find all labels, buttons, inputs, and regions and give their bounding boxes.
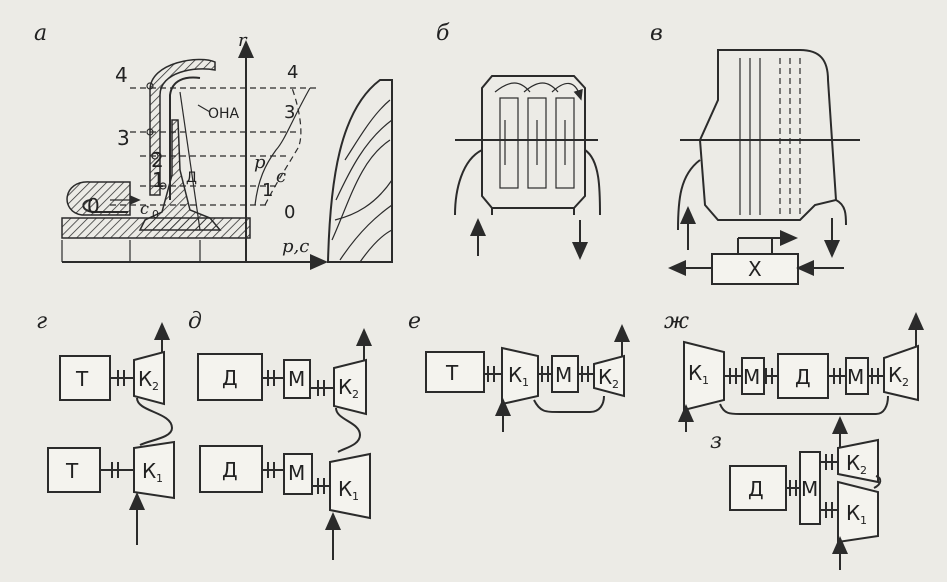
- point-3: 3: [117, 126, 130, 150]
- gearbox-z: [799, 451, 821, 525]
- turbine-top: [59, 355, 111, 401]
- label-c0: c: [140, 199, 149, 218]
- motor-z: [729, 465, 787, 511]
- motor-d-bottom-label: Д: [222, 458, 238, 482]
- label-g: г: [36, 309, 47, 334]
- svg-text:1: 1: [352, 490, 359, 503]
- svg-text:2: 2: [152, 380, 159, 393]
- figure-z-parallel: з Д М К 2 К 1: [710, 416, 882, 570]
- point-0: 0: [87, 194, 100, 218]
- gearbox-d-top-label: М: [288, 367, 305, 391]
- motor-d-top-label: Д: [222, 366, 238, 390]
- svg-text:0: 0: [152, 208, 159, 221]
- label-e: е: [408, 309, 421, 334]
- compressor-k1-zh: [683, 340, 725, 412]
- curve-point-0: 0: [284, 202, 295, 223]
- svg-text:1: 1: [860, 514, 867, 527]
- label-d: д: [188, 309, 202, 334]
- curve-point-4: 4: [287, 62, 298, 83]
- gearbox-d-bottom: [283, 453, 313, 495]
- k2-label-zh: К: [888, 363, 902, 387]
- compressor-k1-d: [329, 452, 371, 520]
- k2-label-z: К: [846, 451, 860, 475]
- compressor-k2-zh: [883, 344, 919, 402]
- compressor-k2-z: [837, 438, 879, 484]
- outer-casing: [149, 58, 216, 196]
- figure-a-centrifugal-stage: а 4 3 2 1 0 ОНА Д c 0: [34, 21, 393, 270]
- motor-zh: [777, 353, 829, 399]
- k1-label-g: К: [142, 459, 156, 483]
- label-z: з: [710, 429, 722, 454]
- impeller: [138, 119, 222, 231]
- svg-text:1: 1: [522, 376, 529, 389]
- motor-d-top: [197, 353, 263, 401]
- svg-text:1: 1: [156, 472, 163, 485]
- turbine-top-label: Т: [75, 367, 89, 391]
- label-zh: ж: [664, 309, 689, 334]
- label-v: в: [650, 21, 663, 46]
- blade-view: [326, 79, 393, 263]
- turbine-e-label: Т: [445, 361, 459, 385]
- figure-d-motor-drives: д Д М К 2 Д М К 1: [188, 309, 372, 560]
- label-b: б: [436, 21, 450, 46]
- compressor-k1-g: [133, 440, 175, 500]
- gearbox-d-bottom-label: М: [288, 461, 305, 485]
- r-axis-label: r: [238, 30, 248, 51]
- k1-label-e: К: [508, 363, 522, 387]
- compressor-k2-g: [133, 350, 165, 406]
- compressor-k2-d: [333, 358, 367, 416]
- k1-label-z: К: [846, 501, 860, 525]
- motor-zh-label: Д: [795, 365, 811, 389]
- figure-g-turbine-drives: г Т К 2 Т К 1: [36, 309, 175, 545]
- gearbox-d-top: [283, 359, 311, 399]
- p-curve-label: p: [254, 152, 266, 173]
- gearbox-z-label: М: [801, 477, 818, 501]
- k1-label-zh: К: [688, 361, 702, 385]
- compressor-k2-e: [593, 354, 625, 398]
- label-ona: ОНА: [208, 106, 240, 122]
- svg-text:2: 2: [352, 388, 359, 401]
- figure-zh-double-drive: ж К 1 М Д М К 2: [664, 309, 924, 432]
- pc-axis-label: p,c: [282, 236, 309, 257]
- k2-label-e: К: [598, 365, 612, 389]
- motor-z-label: Д: [748, 477, 764, 501]
- label-diffuser: Д: [186, 170, 197, 186]
- k1-label-d: К: [338, 477, 352, 501]
- curve-point-3: 3: [284, 102, 295, 123]
- cooler-label: X: [748, 257, 762, 281]
- k2-label-d: К: [338, 375, 352, 399]
- svg-text:2: 2: [612, 378, 619, 391]
- turbine-bottom: [47, 447, 101, 493]
- turbine-bottom-label: Т: [65, 459, 79, 483]
- gearbox-zh-right-label: М: [847, 365, 864, 389]
- c-curve: [264, 87, 302, 206]
- svg-text:2: 2: [860, 464, 867, 477]
- figure-v-intercooled: в X: [650, 21, 860, 285]
- c-curve-label: c: [276, 166, 286, 187]
- curve-point-1: 1: [262, 180, 273, 201]
- label-a: а: [34, 21, 47, 46]
- compressor-k1-z: [837, 480, 879, 544]
- figure-b-multistage: б: [436, 21, 601, 260]
- gearbox-e-label: М: [555, 363, 572, 387]
- intercooled-casing: [698, 49, 838, 221]
- gearbox-zh-left-label: М: [743, 365, 760, 389]
- svg-text:2: 2: [902, 376, 909, 389]
- p-curve: [254, 87, 311, 206]
- point-2: 2: [151, 148, 164, 172]
- turbine-e: [425, 351, 485, 393]
- svg-text:1: 1: [702, 374, 709, 387]
- k2-label-g: К: [138, 367, 152, 391]
- point-1: 1: [152, 168, 165, 192]
- figure-e-turbine-tandem: е Т К 1 М К 2: [408, 309, 630, 432]
- compressor-k1-e: [501, 346, 539, 406]
- point-4: 4: [115, 63, 128, 87]
- motor-d-bottom: [199, 445, 263, 493]
